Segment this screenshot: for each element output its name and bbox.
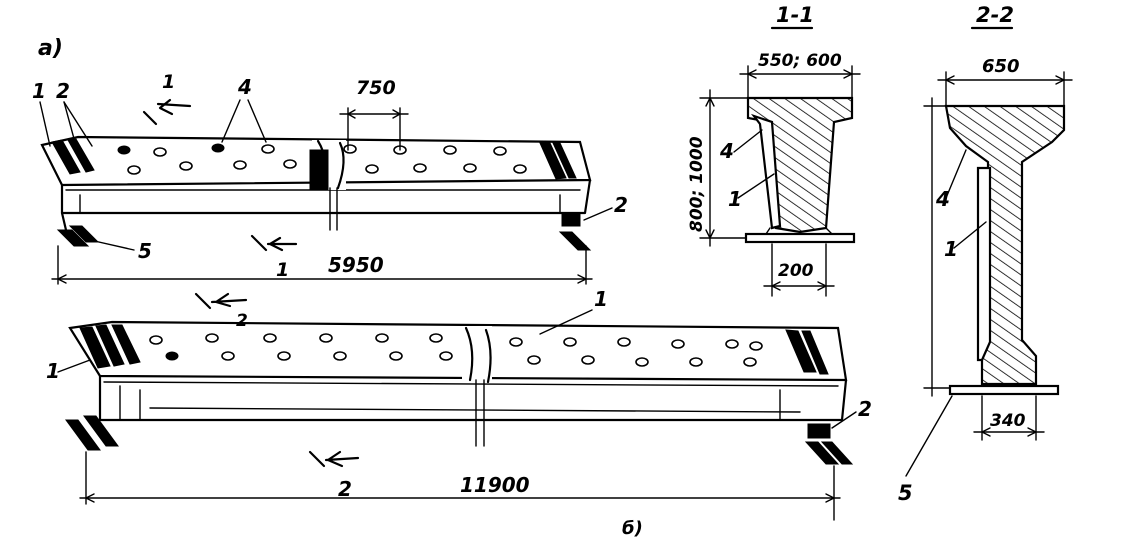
callout-1-b-left: 1 bbox=[46, 359, 60, 383]
section-mark-2-bottom: 2 bbox=[338, 477, 352, 501]
fig-a-label: а) bbox=[38, 36, 63, 61]
dim-750: 750 bbox=[356, 77, 396, 99]
callout-1-b-top: 1 bbox=[594, 287, 608, 311]
dim-5950: 5950 bbox=[328, 253, 384, 277]
callout-1-s1: 1 bbox=[728, 187, 742, 211]
callout-2-a-right: 2 bbox=[614, 193, 628, 217]
section-2-2: 2-2 650 340 4 1 5 bbox=[898, 3, 1073, 505]
callout-1-s2: 1 bbox=[944, 237, 958, 261]
callout-2-b: 2 bbox=[858, 397, 872, 421]
callout-4-a: 4 bbox=[237, 75, 252, 99]
beam-a: а) bbox=[32, 36, 628, 285]
callout-2-a: 2 bbox=[56, 79, 70, 103]
dim-11900: 11900 bbox=[460, 473, 530, 497]
callout-4-s2: 4 bbox=[935, 187, 950, 211]
section-1-1: 1-1 550; 600 800; 1000 200 4 1 bbox=[687, 3, 861, 297]
beam-b: 2 2 11900 1 1 2 б) bbox=[46, 287, 872, 537]
dim-550-600: 550; 600 bbox=[758, 51, 842, 71]
section-1-1-title: 1-1 bbox=[776, 3, 814, 27]
section-mark-1-top: 1 bbox=[162, 71, 175, 93]
callout-5-a: 5 bbox=[138, 239, 152, 263]
section-2-2-title: 2-2 bbox=[976, 3, 1014, 27]
dim-800-1000: 800; 1000 bbox=[687, 136, 707, 232]
callout-5-s2: 5 bbox=[898, 481, 913, 505]
dim-340: 340 bbox=[990, 411, 1026, 431]
dim-200: 200 bbox=[778, 261, 814, 281]
fig-b-label: б) bbox=[622, 518, 643, 537]
dim-650: 650 bbox=[982, 56, 1020, 77]
callout-1-a: 1 bbox=[32, 79, 46, 103]
section-mark-1-bottom: 1 bbox=[276, 259, 289, 281]
section-mark-2-top: 2 bbox=[236, 311, 248, 331]
callout-4-s1: 4 bbox=[719, 139, 734, 163]
